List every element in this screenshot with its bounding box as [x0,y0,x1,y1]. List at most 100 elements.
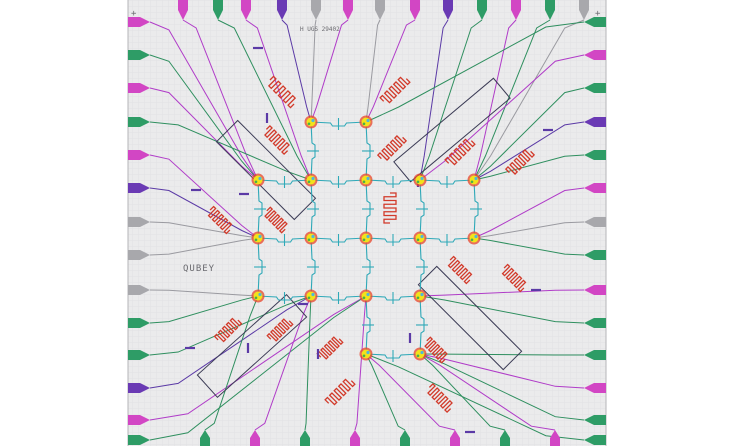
qubit-junction [311,118,315,123]
resonator-meander [324,378,356,406]
routing-line-top [473,19,551,181]
qubit-core [361,291,371,301]
qubit-core [306,233,316,243]
resonator-meander [379,76,411,104]
routing-line-left [149,295,312,356]
qubit-core [361,117,371,127]
resonator-meander [264,206,288,234]
routing-line-right [473,237,585,256]
qubit-junction [362,122,366,126]
qubit-junction [470,238,474,242]
routing-line-left [149,289,259,297]
resonator-meander [264,124,290,156]
routing-line-bottom [304,295,312,431]
resonator-meander [383,192,397,224]
routing-line-right [365,21,585,123]
bond-pad-bottom [200,430,210,446]
bond-pad-bottom [400,430,410,446]
routing-line-top [365,19,416,123]
corner-mark-left: + [131,9,137,19]
routing-line-left [149,87,259,181]
routing-line-right [419,353,585,421]
bond-pad-top [443,0,453,20]
routing-line-top [245,19,312,181]
qubit-core [306,175,316,185]
routing-line-right [473,221,585,239]
resonator-meanders [185,46,553,434]
chip-top-label: H UGS 29402 [300,26,340,33]
bond-pad-right [584,183,606,193]
routing-line-left [149,237,259,256]
routing-line-left [149,295,367,441]
routing-line-right [419,289,585,297]
routing-line-right [473,154,585,181]
routing-line-top [419,19,449,181]
routing-line-right [365,353,585,441]
bond-pad-right [584,285,606,295]
qubit-junction [416,354,420,358]
bond-pad-right [584,83,606,93]
qubit-core [306,291,316,301]
qubit-array [251,115,481,361]
qubit-junction [474,234,478,239]
routing-line-left [149,154,259,239]
routing-line-top [473,19,585,181]
qubit-core [306,117,316,127]
bond-pad-left [128,83,150,93]
routing-line-bottom [365,353,456,431]
bond-pad-top [477,0,487,20]
qubit-junction [254,238,258,242]
routing-line-top [217,19,312,181]
qubit-junction [366,350,370,355]
qubit-junction [362,354,366,358]
qubit-junction [362,180,366,184]
routing-line-top [419,19,483,181]
bond-pad-bottom [250,430,260,446]
qubit-junction [307,180,311,184]
routing-line-top [310,19,317,123]
routing-line-bottom [254,295,312,431]
bond-pad-left [128,217,150,227]
bond-pad-top [241,0,251,20]
bond-pad-top [410,0,420,20]
bus-box-lower-left [196,293,308,399]
qubit-core [469,233,479,243]
qubit-core [415,291,425,301]
bond-pad-left [128,383,150,393]
bond-pad-left [128,183,150,193]
resonator-meander [501,263,527,293]
routing-line-right [473,187,585,239]
qubit-core [361,233,371,243]
qubit-core [361,175,371,185]
qubit-junction [307,122,311,126]
coupler-lines [254,118,482,362]
bond-pad-top [343,0,353,20]
bond-pad-bottom [450,430,460,446]
qubit-junction [416,238,420,242]
routing-lines [149,19,585,441]
qubit-junction [416,180,420,184]
routing-line-top [310,19,349,123]
routing-line-top [182,19,259,181]
bond-pads [128,0,606,446]
bond-pad-top [375,0,385,20]
bond-pad-right [584,117,606,127]
bond-pad-bottom [550,430,560,446]
routing-line-left [149,295,367,421]
routing-line-left [149,221,259,239]
bus-box-lower-right [417,265,523,371]
routing-line-top [365,19,381,123]
resonator-meander [427,382,453,414]
routing-line-left [149,295,259,324]
qubit-junction [258,176,262,181]
qubit-junction [474,176,478,181]
bond-pad-left [128,435,150,445]
bond-pad-top [311,0,321,20]
routing-line-right [419,353,585,389]
bond-pad-left [128,318,150,328]
routing-line-bottom [204,295,259,431]
bond-pad-top [579,0,589,20]
bond-pad-right [584,435,606,445]
resonator-meander [424,336,448,364]
